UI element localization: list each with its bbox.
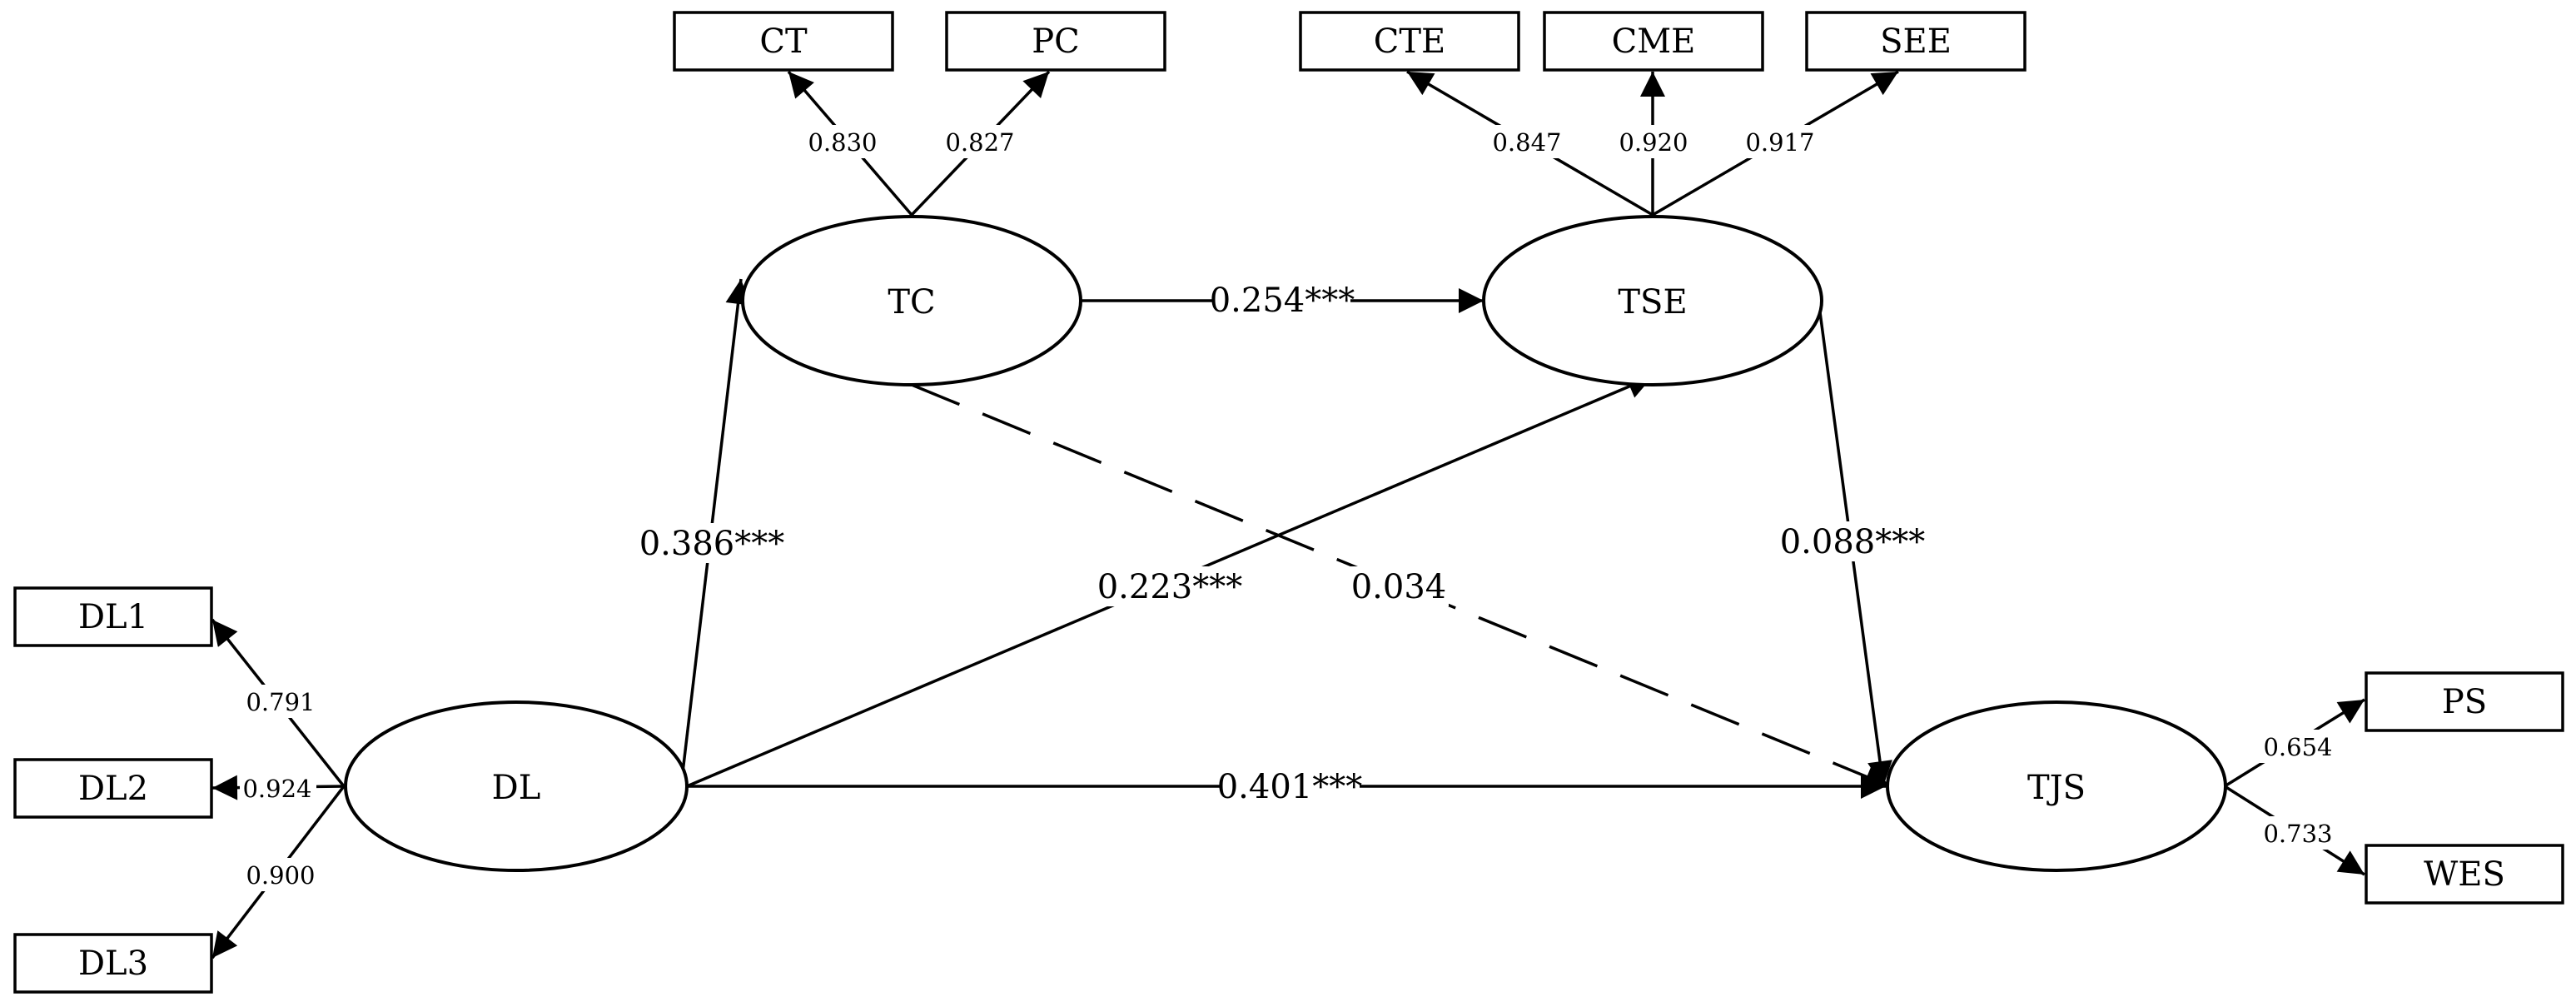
- loading-ps: 0.654: [2263, 733, 2332, 761]
- loading-dl3: 0.900: [246, 861, 315, 890]
- loading-cme: 0.920: [1619, 128, 1688, 157]
- loading-see: 0.917: [1745, 128, 1814, 157]
- loading-cte: 0.847: [1492, 128, 1561, 157]
- indicator-cte-label: CTE: [1374, 22, 1445, 61]
- indicator-pc-label: PC: [1032, 22, 1080, 61]
- indicator-see: SEE: [1805, 11, 2026, 72]
- indicator-ps: PS: [2365, 671, 2564, 732]
- construct-dl: DL: [344, 700, 689, 872]
- indicator-wes: WES: [2365, 844, 2564, 905]
- path-dl-tse: 0.223***: [1097, 568, 1243, 606]
- construct-tjs-label: TJS: [2027, 769, 2086, 807]
- indicator-dl2-label: DL2: [78, 770, 148, 808]
- construct-tc: TC: [741, 215, 1082, 386]
- loading-wes: 0.733: [2263, 820, 2332, 848]
- indicator-pc: PC: [945, 11, 1166, 72]
- path-tc-tjs: 0.034: [1351, 568, 1447, 606]
- indicator-see-label: SEE: [1880, 22, 1952, 61]
- path-tc-tse: 0.254***: [1210, 282, 1355, 320]
- construct-dl-label: DL: [492, 769, 541, 807]
- construct-tc-label: TC: [888, 283, 935, 322]
- path-dl-tc: 0.386***: [639, 525, 785, 563]
- loading-pc: 0.827: [945, 128, 1014, 157]
- indicator-ps-label: PS: [2442, 683, 2487, 721]
- construct-tse: TSE: [1482, 215, 1823, 386]
- construct-tjs: TJS: [1886, 700, 2227, 872]
- indicator-ct-label: CT: [759, 22, 808, 61]
- loading-dl2: 0.924: [242, 775, 311, 803]
- loading-dl1: 0.791: [246, 688, 315, 716]
- indicator-cte: CTE: [1299, 11, 1520, 72]
- indicator-dl3: DL3: [13, 933, 213, 994]
- edge-tc-tjs: [911, 383, 1891, 789]
- indicator-dl2: DL2: [13, 758, 213, 819]
- path-tse-tjs: 0.088***: [1780, 523, 1926, 561]
- loading-ct: 0.830: [808, 128, 877, 157]
- indicator-ct: CT: [673, 11, 894, 72]
- path-dl-tjs: 0.401***: [1217, 768, 1363, 806]
- indicator-wes-label: WES: [2424, 855, 2505, 894]
- indicator-dl1: DL1: [13, 586, 213, 647]
- indicator-cme-label: CME: [1612, 22, 1696, 61]
- construct-tse-label: TSE: [1618, 283, 1687, 322]
- indicator-cme: CME: [1543, 11, 1764, 72]
- indicator-dl1-label: DL1: [78, 598, 148, 636]
- indicator-dl3-label: DL3: [78, 945, 148, 983]
